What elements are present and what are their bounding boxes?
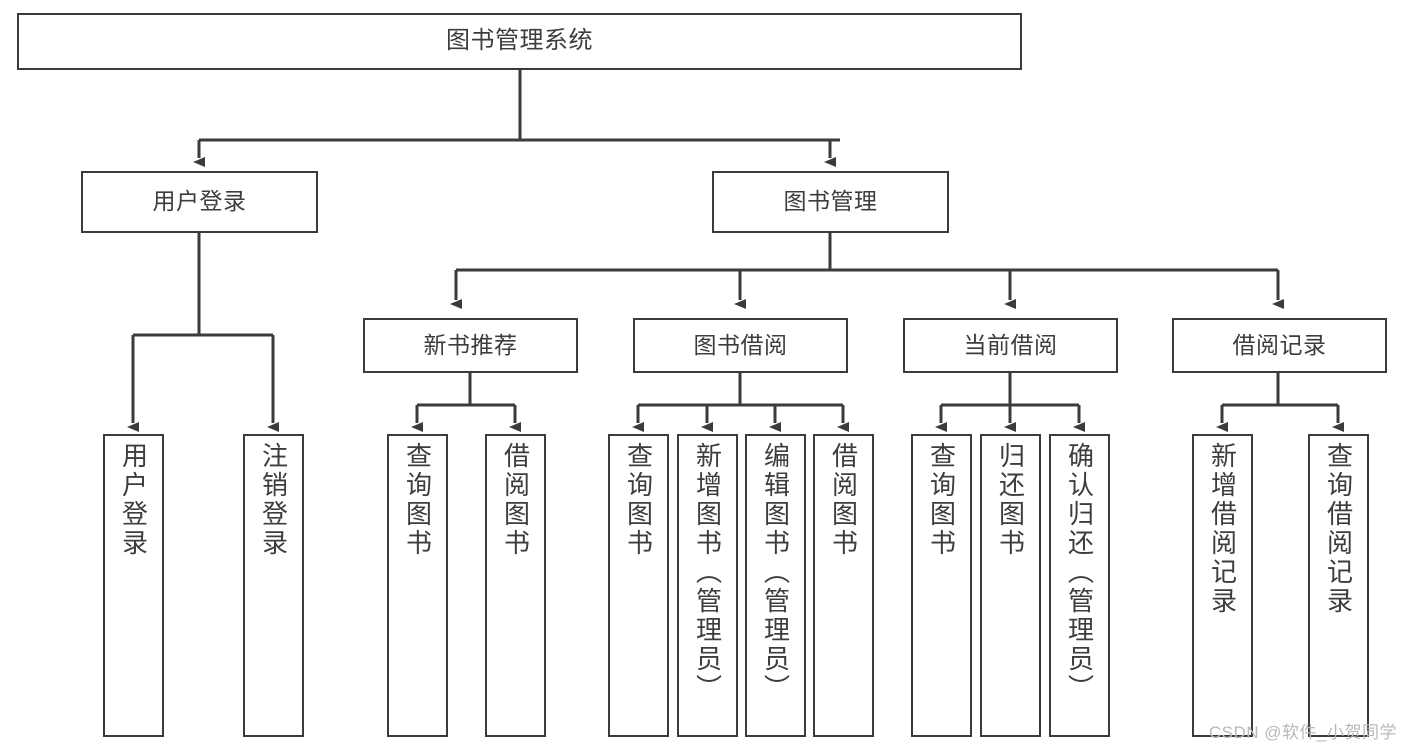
node-leaf-nb-borrow-book-label: 借阅图书 [500,442,531,558]
node-new-book-recommend-label: 新书推荐 [423,331,518,358]
node-leaf-br-query-record[interactable]: 查询借阅记录 [1308,434,1369,737]
node-leaf-logout-label: 注销登录 [258,442,289,558]
node-leaf-nb-query-book[interactable]: 查询图书 [387,434,448,737]
node-leaf-cb-return-book[interactable]: 归还图书 [980,434,1041,737]
node-leaf-br-query-record-label: 查询借阅记录 [1323,442,1354,616]
node-root-system[interactable]: 图书管理系统 [17,13,1022,70]
node-leaf-cb-confirm-return-label: 确认归还（管理员） [1064,442,1095,703]
csdn-watermark: CSDN @软件_小贺同学 [1208,723,1397,742]
node-leaf-nb-query-book-label: 查询图书 [402,442,433,558]
node-leaf-cb-return-book-label: 归还图书 [995,442,1026,558]
node-borrow-record[interactable]: 借阅记录 [1172,318,1387,373]
node-borrow-record-label: 借阅记录 [1232,331,1327,358]
node-leaf-cb-query-book[interactable]: 查询图书 [911,434,972,737]
node-leaf-br-add-record-label: 新增借阅记录 [1207,442,1238,616]
node-leaf-logout[interactable]: 注销登录 [243,434,304,737]
node-root-system-label: 图书管理系统 [446,27,593,55]
node-leaf-bb-query-book-label: 查询图书 [623,442,654,558]
node-leaf-bb-borrow-book[interactable]: 借阅图书 [813,434,874,737]
node-leaf-br-add-record[interactable]: 新增借阅记录 [1192,434,1253,737]
node-leaf-bb-edit-book[interactable]: 编辑图书（管理员） [745,434,806,737]
node-user-login[interactable]: 用户登录 [81,171,318,233]
node-leaf-nb-borrow-book[interactable]: 借阅图书 [485,434,546,737]
node-user-login-label: 用户登录 [152,188,247,215]
node-new-book-recommend[interactable]: 新书推荐 [363,318,578,373]
node-book-borrow-label: 图书借阅 [693,331,788,358]
node-leaf-bb-query-book[interactable]: 查询图书 [608,434,669,737]
node-leaf-user-login-label: 用户登录 [118,442,149,558]
node-book-management[interactable]: 图书管理 [712,171,949,233]
node-book-borrow[interactable]: 图书借阅 [633,318,848,373]
node-leaf-bb-edit-book-label: 编辑图书（管理员） [760,442,791,703]
node-current-borrow-label: 当前借阅 [963,331,1058,358]
node-leaf-cb-query-book-label: 查询图书 [926,442,957,558]
node-leaf-cb-confirm-return[interactable]: 确认归还（管理员） [1049,434,1110,737]
node-leaf-bb-add-book[interactable]: 新增图书（管理员） [677,434,738,737]
node-leaf-user-login[interactable]: 用户登录 [103,434,164,737]
node-current-borrow[interactable]: 当前借阅 [903,318,1118,373]
node-leaf-bb-borrow-book-label: 借阅图书 [828,442,859,558]
node-book-management-label: 图书管理 [783,188,878,215]
node-leaf-bb-add-book-label: 新增图书（管理员） [692,442,723,703]
